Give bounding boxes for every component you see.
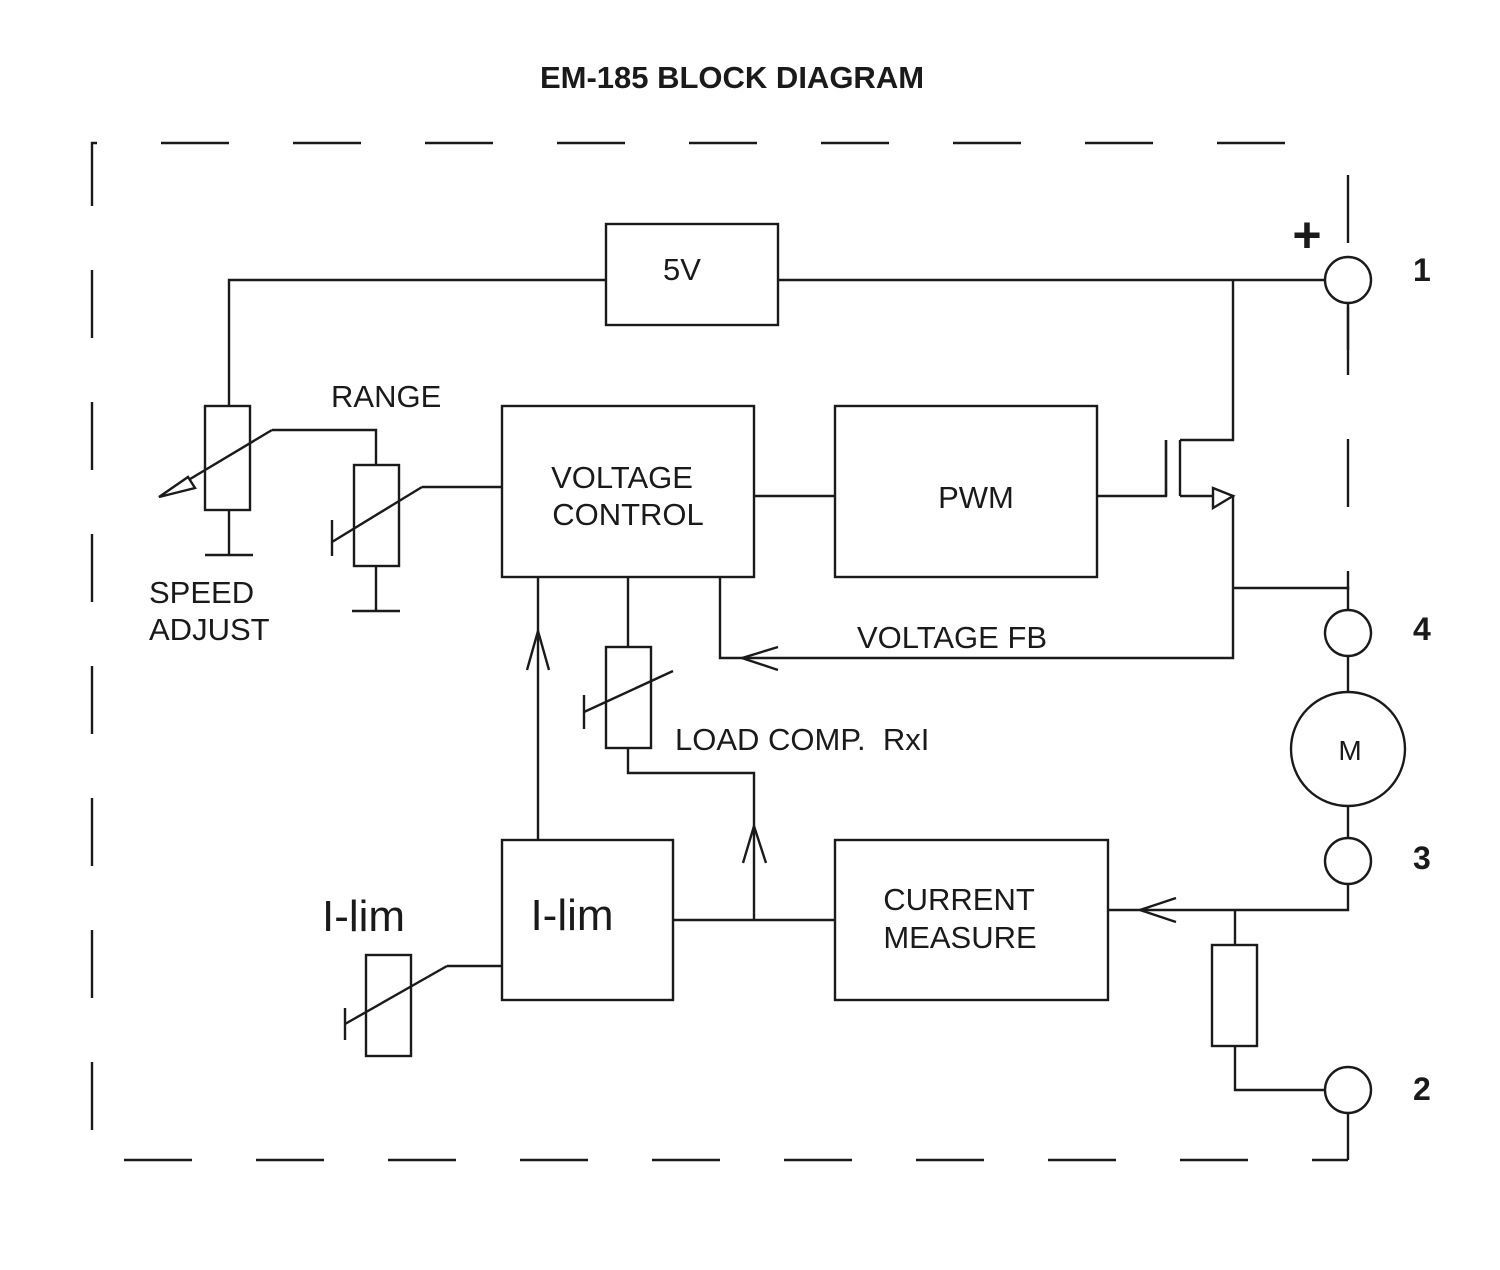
load-comp-label: LOAD COMP. RxI [675, 722, 929, 757]
voltage-control-label-line1: VOLTAGE [551, 460, 693, 495]
voltage-fb-label: VOLTAGE FB [857, 620, 1047, 655]
terminal-4: 4 [1323, 608, 1431, 658]
diagram-title: EM-185 BLOCK DIAGRAM [540, 60, 924, 95]
ilim-trimmer [343, 953, 448, 1058]
regulator-5v-block: 5V [604, 222, 780, 327]
svg-text:1: 1 [1413, 252, 1431, 288]
voltage-control-label-line2: CONTROL [552, 497, 704, 532]
pwm-block: PWM [833, 404, 1099, 579]
terminal-3: 3 [1323, 836, 1431, 886]
speed-adjust-label-line2: ADJUST [149, 612, 270, 647]
pwm-label: PWM [938, 480, 1014, 515]
speed-adjust-label-line1: SPEED [149, 575, 254, 610]
motor-label: M [1338, 735, 1361, 766]
enclosure-outline [90, 141, 1350, 1162]
svg-text:2: 2 [1413, 1071, 1431, 1107]
current-measure-block: CURRENT MEASURE [833, 838, 1110, 1002]
range-trimmer [330, 463, 423, 568]
mosfet-switch [1164, 440, 1236, 511]
range-label: RANGE [331, 379, 441, 414]
current-measure-label-line2: MEASURE [883, 920, 1036, 955]
ilim-feedback-arrow [525, 626, 551, 671]
terminal-2: 2 [1323, 1065, 1431, 1115]
plus-sign: + [1292, 207, 1321, 263]
current-measure-label-line1: CURRENT [883, 882, 1035, 917]
ilim-trimmer-label: I-lim [322, 892, 405, 941]
load-comp-trimmer [582, 645, 674, 750]
motor: M [1289, 690, 1407, 808]
ilim-block-label: I-lim [530, 891, 613, 940]
voltage-fb-arrow [738, 645, 779, 672]
svg-text:4: 4 [1413, 611, 1431, 647]
regulator-label: 5V [663, 252, 701, 287]
ilim-block: I-lim [500, 838, 675, 1002]
current-sense-arrow [1136, 896, 1177, 924]
speed-adjust-potentiometer [158, 404, 273, 512]
svg-text:3: 3 [1413, 840, 1431, 876]
terminal-1: 1 [1323, 252, 1431, 305]
signal-arrows [525, 626, 1177, 924]
load-comp-arrow [741, 821, 768, 864]
voltage-control-block: VOLTAGE CONTROL [500, 404, 756, 579]
shunt-resistor [1210, 943, 1259, 1048]
